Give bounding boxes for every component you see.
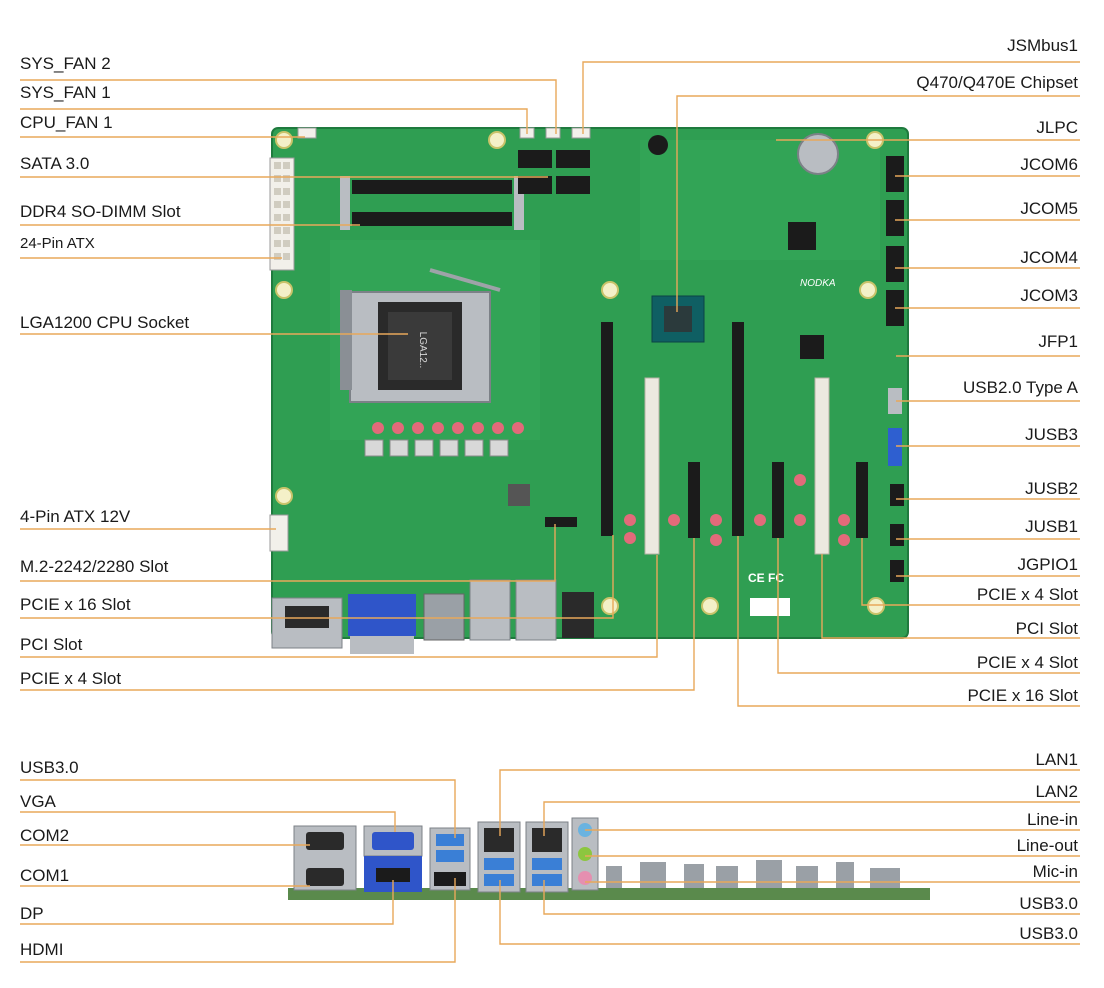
label-sata-3: SATA 3.0	[20, 154, 90, 173]
label-ddr4-sodimm: DDR4 SO-DIMM Slot	[20, 202, 181, 221]
label-mic-in: Mic-in	[1032, 862, 1078, 881]
rear-pcb-edge	[288, 888, 930, 900]
sodimm-slot-1	[352, 180, 512, 194]
label-pci-right: PCI Slot	[1015, 619, 1078, 638]
dp-port	[376, 868, 410, 882]
label-lan1: LAN1	[1035, 750, 1078, 769]
sata-connectors	[518, 150, 590, 194]
label-jgpio1: JGPIO1	[1017, 555, 1078, 574]
label-pcie-x4-left: PCIE x 4 Slot	[20, 669, 122, 688]
hdmi-port	[434, 872, 466, 886]
cert-marking: CE FC	[748, 571, 784, 585]
label-cpu-fan-1: CPU_FAN 1	[20, 113, 113, 132]
board-rear-io	[271, 579, 594, 654]
atx-24pin-connector	[269, 157, 295, 271]
usb30-port-b	[436, 850, 464, 862]
label-vga: VGA	[20, 792, 56, 811]
lan1-port	[484, 828, 514, 852]
vga-port	[372, 832, 414, 850]
label-com2: COM2	[20, 826, 70, 845]
cmos-battery	[797, 133, 839, 175]
usb30-port-a	[436, 834, 464, 846]
label-usb2-type-a: USB2.0 Type A	[963, 378, 1078, 397]
label-line-out: Line-out	[1016, 836, 1078, 855]
label-jusb1: JUSB1	[1025, 517, 1078, 536]
label-jusb2: JUSB2	[1025, 479, 1078, 498]
label-atx-12v: 4-Pin ATX 12V	[20, 507, 131, 526]
label-pci-left: PCI Slot	[20, 635, 83, 654]
m2-connector	[545, 517, 577, 527]
pci-slot-1	[644, 377, 660, 555]
label-atx-24pin: 24-Pin ATX	[20, 235, 95, 252]
mic-in-jack	[578, 871, 592, 885]
label-lan2: LAN2	[1035, 782, 1078, 801]
label-pcie-x16-right: PCIE x 16 Slot	[967, 686, 1078, 705]
label-jcom5: JCOM5	[1020, 199, 1078, 218]
pcie-x4-slot-3	[856, 462, 868, 538]
atx-12v-connector	[269, 514, 289, 552]
pcie-x16-slot-2	[732, 322, 744, 536]
pcie-x16-slot-1	[601, 322, 613, 536]
motherboard-image: LGA12..	[269, 127, 909, 654]
label-lga1200: LGA1200 CPU Socket	[20, 313, 190, 332]
cpu-marking: LGA12..	[417, 332, 428, 369]
label-usb30-right-2: USB3.0	[1019, 924, 1078, 943]
label-pcie-x4-right-2: PCIE x 4 Slot	[976, 653, 1078, 672]
label-pcie-x16-left: PCIE x 16 Slot	[20, 595, 131, 614]
label-jcom4: JCOM4	[1020, 248, 1078, 267]
label-dp: DP	[20, 904, 44, 923]
pci-slot-2	[814, 377, 830, 555]
lan2-port	[532, 828, 562, 852]
expansion-slots	[601, 322, 868, 555]
label-usb30-left: USB3.0	[20, 758, 79, 777]
leader-lines	[20, 61, 1080, 963]
label-pcie-x4-right-1: PCIE x 4 Slot	[976, 585, 1078, 604]
brand-marking: NODKA	[800, 278, 836, 289]
label-hdmi: HDMI	[20, 940, 64, 959]
cpu-socket: LGA12..	[340, 268, 501, 403]
super-io-chip	[788, 222, 816, 250]
label-jfp1: JFP1	[1038, 332, 1078, 351]
label-jcom6: JCOM6	[1020, 155, 1078, 174]
label-usb30-right-1: USB3.0	[1019, 894, 1078, 913]
vrm-components	[364, 422, 530, 506]
label-jusb3: JUSB3	[1025, 425, 1078, 444]
line-out-jack	[578, 847, 592, 861]
label-line-in: Line-in	[1026, 810, 1078, 829]
label-m2-slot: M.2-2242/2280 Slot	[20, 557, 169, 576]
label-q470-chipset: Q470/Q470E Chipset	[916, 73, 1078, 92]
label-jsmbus1: JSMbus1	[1007, 36, 1078, 55]
label-sys-fan-1: SYS_FAN 1	[20, 83, 111, 102]
buzzer	[648, 135, 668, 155]
pcie-x4-slot-2	[772, 462, 784, 538]
pcie-x4-slot-1	[688, 462, 700, 538]
label-com1: COM1	[20, 866, 70, 885]
label-jlpc: JLPC	[1036, 118, 1078, 137]
label-jcom3: JCOM3	[1020, 286, 1078, 305]
label-sys-fan-2: SYS_FAN 2	[20, 54, 111, 73]
barcode-label	[750, 598, 790, 616]
sodimm-slot-2	[352, 212, 512, 226]
